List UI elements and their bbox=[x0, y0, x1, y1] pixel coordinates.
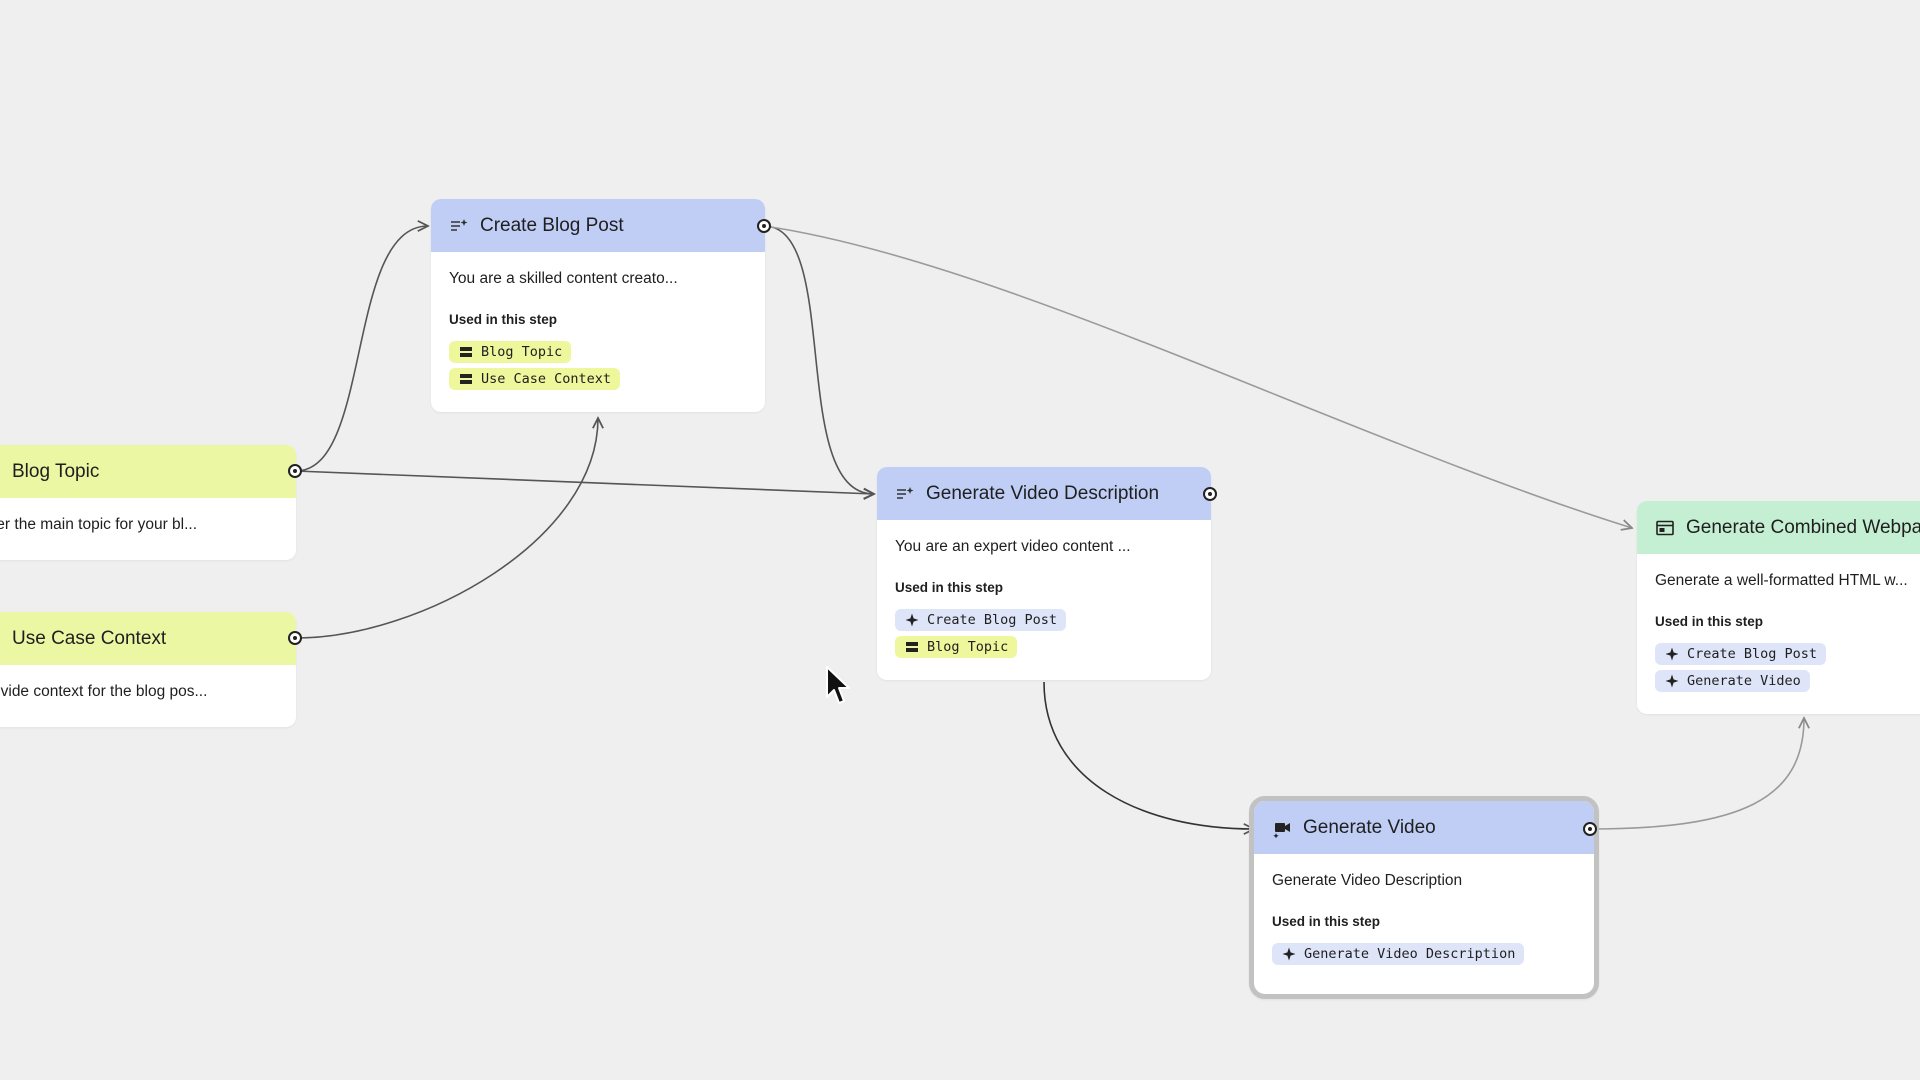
output-port[interactable] bbox=[288, 631, 302, 645]
video-generate-icon bbox=[1272, 818, 1292, 838]
edge-generate-video-description-to-generate-video[interactable] bbox=[1043, 681, 1254, 829]
edge-use-case-context-to-create-blog-post[interactable] bbox=[295, 418, 598, 639]
node-create-blog-post[interactable]: Create Blog Post You are a skilled conte… bbox=[431, 199, 765, 412]
output-port[interactable] bbox=[288, 464, 302, 478]
output-port[interactable] bbox=[1583, 822, 1597, 836]
text-sparkle-icon bbox=[895, 484, 915, 504]
dependency-chip[interactable]: Use Case Context bbox=[449, 368, 621, 390]
node-title: Generate Combined Webpa bbox=[1686, 516, 1920, 538]
node-description: You are an expert video content ... bbox=[895, 538, 1131, 555]
input-field-icon bbox=[459, 345, 473, 359]
sparkle-icon bbox=[1282, 947, 1296, 961]
node-description: ovide context for the blog pos... bbox=[0, 683, 208, 700]
dependency-chip[interactable]: Create Blog Post bbox=[1655, 643, 1827, 665]
mouse-cursor-icon bbox=[826, 666, 850, 704]
used-in-step-label: Used in this step bbox=[1272, 914, 1381, 929]
dependency-chip[interactable]: Create Blog Post bbox=[895, 609, 1067, 631]
node-description: Generate a well-formatted HTML w... bbox=[1655, 572, 1908, 589]
edge-create-blog-post-to-generate-video-description[interactable] bbox=[763, 225, 874, 494]
input-field-icon bbox=[905, 640, 919, 654]
input-field-icon bbox=[459, 372, 473, 386]
chip-label: Create Blog Post bbox=[1687, 646, 1818, 662]
node-description: Generate Video Description bbox=[1272, 872, 1463, 889]
node-blog-topic[interactable]: Blog Topic ter the main topic for your b… bbox=[0, 445, 296, 560]
node-generate-video[interactable]: Generate Video Generate Video Descriptio… bbox=[1249, 796, 1599, 999]
node-header[interactable]: Use Case Context bbox=[0, 612, 296, 665]
node-title: Create Blog Post bbox=[480, 214, 624, 236]
node-title: Generate Video bbox=[1303, 816, 1436, 838]
webpage-icon bbox=[1655, 518, 1675, 538]
chip-label: Generate Video Description bbox=[1304, 946, 1516, 962]
edge-generate-video-to-generate-combined-webpage[interactable] bbox=[1589, 718, 1804, 830]
used-in-step-label: Used in this step bbox=[449, 312, 558, 327]
used-in-step-label: Used in this step bbox=[895, 580, 1004, 595]
used-in-step-label: Used in this step bbox=[1655, 614, 1764, 629]
output-port[interactable] bbox=[757, 219, 771, 233]
node-generate-video-description[interactable]: Generate Video Description You are an ex… bbox=[877, 467, 1211, 680]
node-use-case-context[interactable]: Use Case Context ovide context for the b… bbox=[0, 612, 296, 727]
sparkle-icon bbox=[905, 613, 919, 627]
sparkle-icon bbox=[1665, 647, 1679, 661]
node-title: Generate Video Description bbox=[926, 482, 1160, 504]
dependency-chip[interactable]: Generate Video bbox=[1655, 670, 1810, 692]
chip-label: Create Blog Post bbox=[927, 612, 1058, 628]
node-header[interactable]: Create Blog Post bbox=[431, 199, 765, 252]
sparkle-icon bbox=[1665, 674, 1679, 688]
dependency-chip[interactable]: Blog Topic bbox=[895, 636, 1018, 658]
node-header[interactable]: Generate Combined Webpa bbox=[1637, 501, 1920, 554]
node-title: Blog Topic bbox=[12, 460, 100, 482]
node-generate-combined-webpage[interactable]: Generate Combined Webpa Generate a well-… bbox=[1637, 501, 1920, 714]
node-header[interactable]: Generate Video bbox=[1254, 801, 1594, 854]
edge-blog-topic-to-generate-video-description[interactable] bbox=[295, 470, 874, 494]
text-sparkle-icon bbox=[449, 216, 469, 236]
node-description: ter the main topic for your bl... bbox=[0, 516, 198, 533]
node-header[interactable]: Blog Topic bbox=[0, 445, 296, 498]
chip-label: Use Case Context bbox=[481, 371, 612, 387]
chip-label: Blog Topic bbox=[927, 639, 1009, 655]
chip-label: Generate Video bbox=[1687, 673, 1801, 689]
output-port[interactable] bbox=[1203, 487, 1217, 501]
edge-blog-topic-to-create-blog-post[interactable] bbox=[295, 226, 428, 472]
node-description: You are a skilled content creato... bbox=[449, 270, 678, 287]
chip-label: Blog Topic bbox=[481, 344, 563, 360]
node-title: Use Case Context bbox=[12, 627, 167, 649]
node-header[interactable]: Generate Video Description bbox=[877, 467, 1211, 520]
dependency-chip[interactable]: Blog Topic bbox=[449, 341, 572, 363]
dependency-chip[interactable]: Generate Video Description bbox=[1272, 943, 1525, 965]
